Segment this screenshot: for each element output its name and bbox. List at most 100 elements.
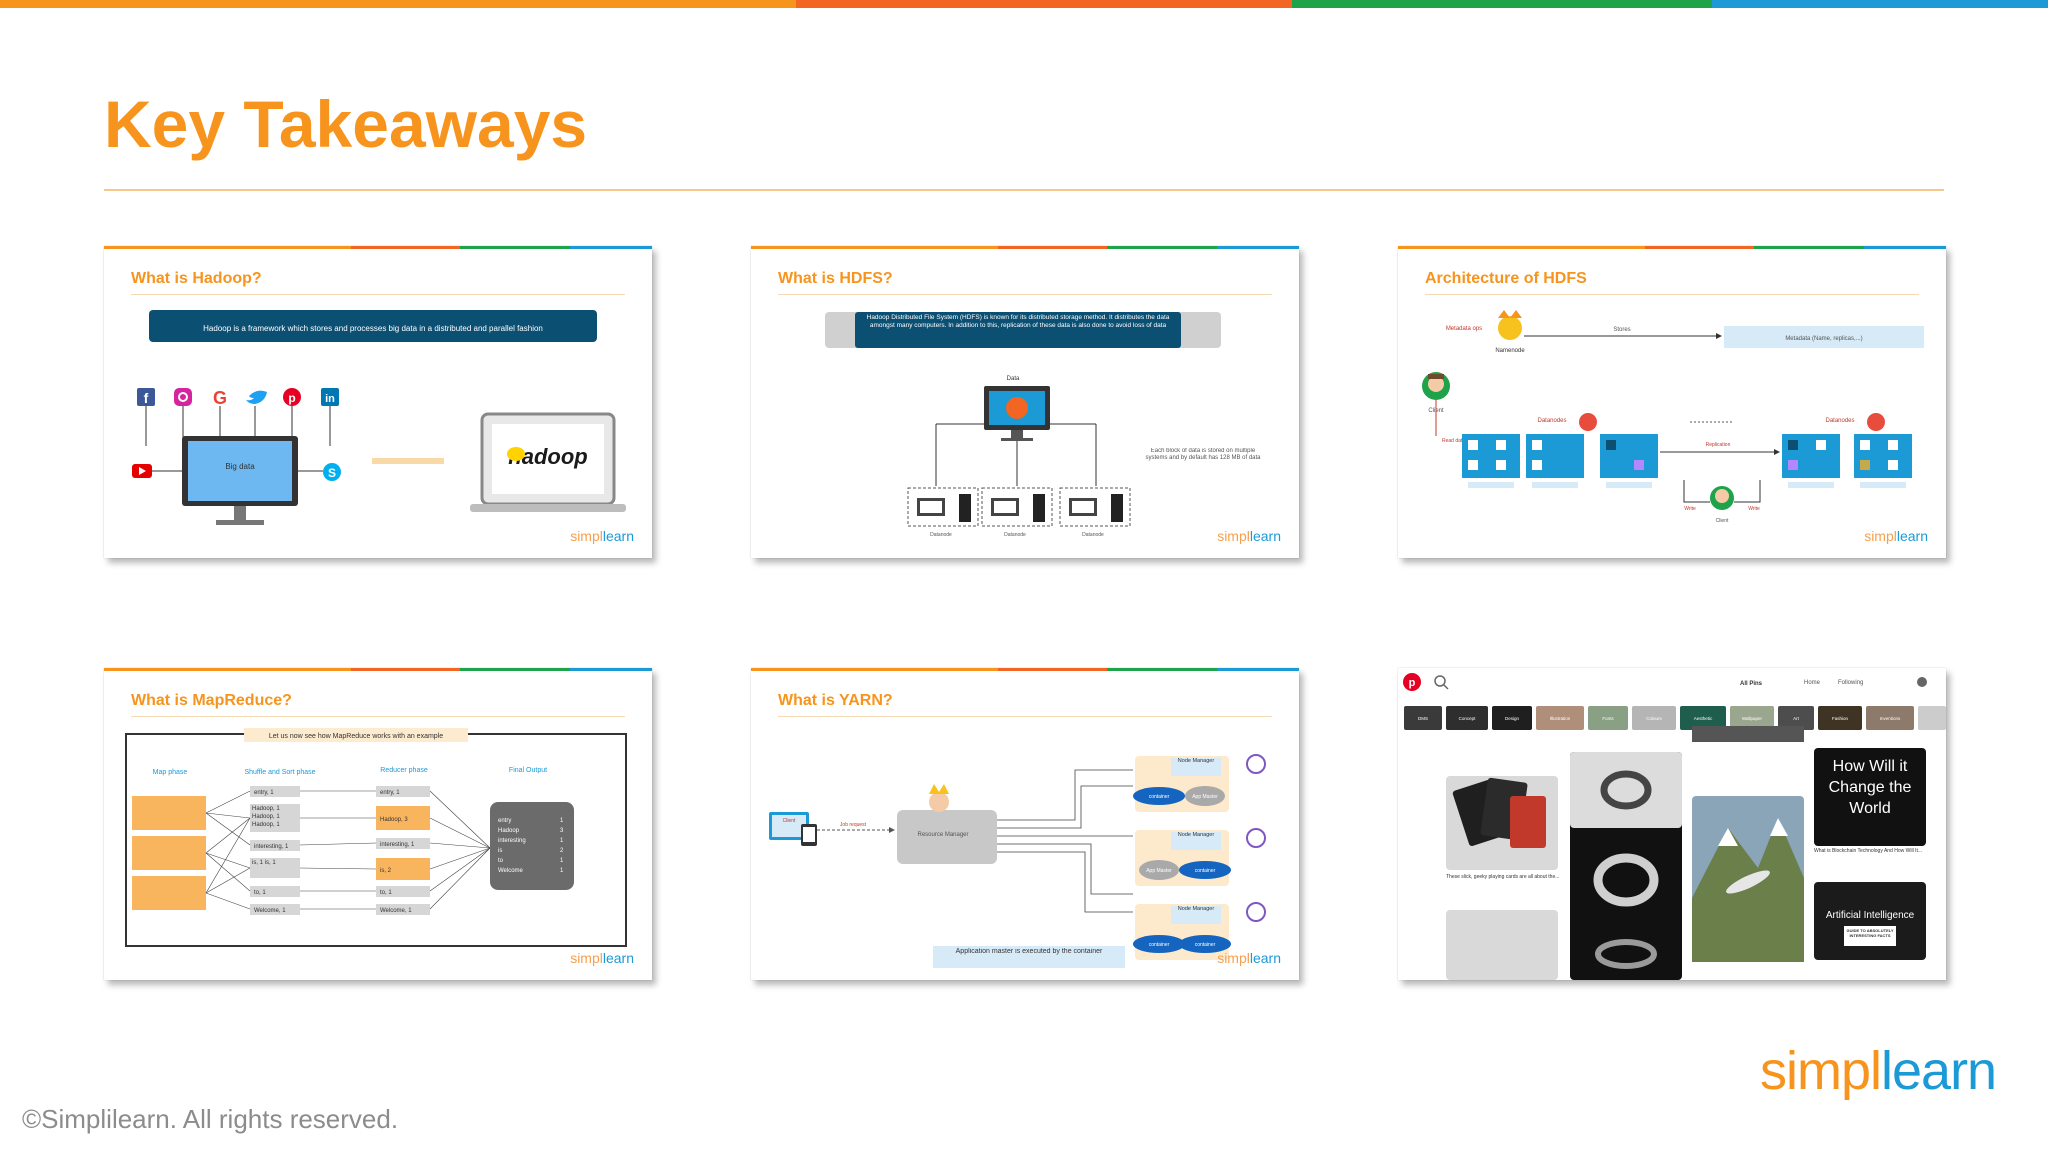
svg-text:Stores: Stores [1613,327,1630,333]
messages-icon [1917,677,1927,687]
top-accent-bar [0,0,2048,8]
svg-text:Inventions: Inventions [1880,716,1901,721]
slide-logo: simpllearn [1217,950,1281,966]
big-data-label: Big data [225,462,255,471]
banner-text: Hadoop Distributed File System (HDFS) is… [866,314,1170,329]
slide-divider [1425,294,1919,295]
banner-text: Hadoop is a framework which stores and p… [203,324,543,333]
shuffle-column: entry, 1 Hadoop, 1 Hadoop, 1 Hadoop, 1 i… [250,786,300,915]
svg-text:in: in [325,393,335,405]
svg-text:Aesthetic: Aesthetic [1694,716,1713,721]
node-3: Node Manager container container [1133,902,1266,960]
map-block-1 [132,796,206,830]
svg-text:interesting, 1: interesting, 1 [254,844,289,850]
slide-title: What is YARN? [778,692,893,709]
jet-mountain-pin [1692,726,1804,962]
svg-text:2: 2 [560,848,564,854]
accent-orange [0,0,796,8]
svg-text:to, 1: to, 1 [254,890,266,896]
svg-text:to: to [498,858,504,864]
client-devices-icon: Client [769,812,817,846]
svg-text:1: 1 [560,838,564,844]
svg-text:3: 3 [560,828,564,834]
slide-thumbnail-pinterest[interactable]: p All Pins Home Following DMS Concept De… [1398,668,1946,980]
svg-text:container: container [1149,794,1170,800]
definition-banner [855,312,1181,348]
reducer-column: entry, 1 Hadoop, 3 interesting, 1 is, 2 … [376,786,430,915]
data-label: Data [1007,376,1020,382]
svg-text:f: f [144,390,149,406]
svg-text:interesting: interesting [498,838,526,844]
svg-text:Final Output: Final Output [509,767,547,774]
svg-text:entry, 1: entry, 1 [380,790,400,796]
slide-accent-bar [104,668,652,671]
svg-text:Art: Art [1793,716,1800,721]
svg-text:p: p [288,391,295,405]
svg-text:1: 1 [560,868,564,874]
category-chips: DMS Concept Design Illustration Fonts Co… [1404,706,1946,730]
svg-text:Fashion: Fashion [1832,716,1849,721]
client-icon [1422,372,1450,400]
svg-text:1: 1 [560,858,564,864]
datanodes-icon [1579,413,1597,431]
title-divider [104,189,1944,191]
footer-copyright: ©Simplilearn. All rights reserved. [22,1104,399,1134]
definition-banner [149,310,597,342]
svg-text:is, 2: is, 2 [380,868,392,874]
slide-thumbnail-yarn[interactable]: What is YARN? Client Job request Resourc… [751,668,1299,980]
yarn-note-box [933,946,1125,968]
svg-text:container: container [1195,868,1216,874]
svg-text:Design: Design [1505,716,1520,721]
accent-red [796,0,1292,8]
accent-blue [1712,0,2048,8]
slide-accent-bar [104,246,652,249]
slide-thumbnail-hdfs-architecture[interactable]: Architecture of HDFS Namenode Metadata o… [1398,246,1946,558]
svg-text:Datanode: Datanode [1082,532,1104,538]
accent-green [1292,0,1712,8]
metadata-box [1724,326,1924,348]
svg-text:Datanode: Datanode [1004,532,1026,538]
svg-text:container: container [1195,942,1216,948]
svg-text:container: container [1149,942,1170,948]
map-block-3 [132,876,206,910]
svg-text:Metadata ops: Metadata ops [1446,326,1482,332]
svg-text:Let us now see how MapReduce w: Let us now see how MapReduce works with … [269,733,443,740]
slide-title: What is HDFS? [778,270,893,287]
svg-text:1: 1 [560,818,564,824]
svg-text:Replication: Replication [1706,442,1731,448]
hdfs-diagram: Hadoop Distributed File System (HDFS) is… [825,312,1261,538]
svg-text:Welcome, 1: Welcome, 1 [254,908,286,914]
svg-text:App Master: App Master [1192,794,1218,800]
slide-divider [131,294,625,295]
instagram-icon [174,388,192,406]
datanode-3 [1059,487,1131,527]
datanode-2 [981,487,1053,527]
slide-thumbnail-hdfs[interactable]: What is HDFS? Hadoop Distributed File Sy… [751,246,1299,558]
node-icon [1246,828,1266,848]
slide-thumbnail-hadoop[interactable]: What is Hadoop? Hadoop is a framework wh… [104,246,652,558]
svg-text:Namenode: Namenode [1495,348,1525,354]
svg-text:Home: Home [1804,680,1821,686]
datanode-rack-2 [1526,434,1584,488]
slide-title: Architecture of HDFS [1425,270,1587,287]
datanodes-icon [1867,413,1885,431]
twitter-icon [246,390,267,404]
google-icon: G [213,388,227,408]
example-banner [244,728,468,742]
namenode-crown-icon [1498,310,1522,340]
slide-divider [778,716,1272,717]
svg-text:Datanodes: Datanodes [1537,418,1566,424]
svg-text:Metadata (Name, replicas,...): Metadata (Name, replicas,...) [1785,336,1862,342]
pinterest-logo-icon [1403,673,1421,691]
svg-text:entry: entry [498,818,511,824]
pinterest-screenshot: p All Pins Home Following DMS Concept De… [1398,668,1946,980]
facebook-icon [137,388,155,406]
slide-accent-bar [1398,246,1946,249]
slide-logo: simpllearn [1864,528,1928,544]
svg-text:Shuffle and Sort phase: Shuffle and Sort phase [244,769,315,776]
client-icon [1710,486,1734,510]
svg-text:Concept: Concept [1459,716,1477,721]
svg-text:Artificial Intelligence: Artificial Intelligence [1826,910,1915,921]
slide-thumbnail-mapreduce[interactable]: What is MapReduce? Let us now see how Ma… [104,668,652,980]
svg-text:DMS: DMS [1418,716,1428,721]
